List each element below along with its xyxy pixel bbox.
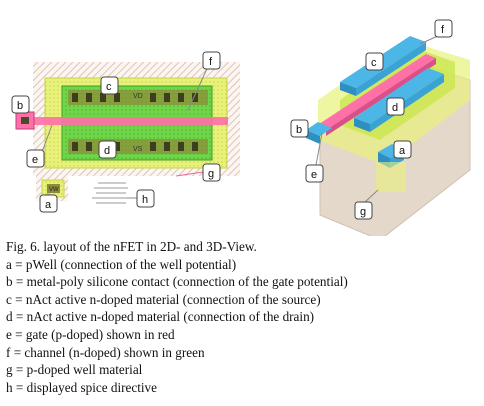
gate-poly-line — [20, 117, 228, 125]
vd-label: VD — [133, 93, 143, 100]
svg-text:a: a — [399, 145, 406, 157]
drain-contacts-3d — [354, 68, 444, 132]
legend-item-h: h = displayed spice directive — [6, 379, 157, 395]
left-callouts: b c d e f g h a — [11, 51, 221, 213]
legend-item-a: a = pWell (connection of the well potent… — [6, 256, 237, 272]
layout-2d-view: VD VS VW b c d e f — [11, 51, 240, 213]
svg-text:h: h — [142, 194, 148, 206]
legend-item-b: b = metal-poly silicone contact (connect… — [6, 274, 348, 290]
source-contacts — [72, 93, 198, 102]
legend-item-c: c = nAct active n-doped material (connec… — [6, 291, 321, 307]
svg-text:b: b — [296, 124, 302, 136]
svg-text:c: c — [106, 81, 112, 93]
svg-text:e: e — [311, 169, 317, 181]
legend-item-g: g = p-doped well material — [6, 362, 143, 378]
pwell-tap-metal — [47, 184, 60, 193]
caption-title: Fig. 6. layout of the nFET in 2D- and 3D… — [6, 239, 257, 254]
svg-text:g: g — [360, 206, 366, 218]
svg-text:c: c — [371, 57, 377, 69]
gate-contact-core — [21, 117, 29, 124]
svg-text:e: e — [32, 154, 38, 166]
svg-text:d: d — [392, 102, 398, 114]
svg-text:g: g — [208, 168, 214, 180]
svg-text:a: a — [45, 199, 52, 211]
gate-contact-3d — [306, 122, 332, 144]
gate-poly-3d — [316, 54, 436, 136]
svg-text:f: f — [441, 24, 445, 36]
figure-caption: Fig. 6. layout of the nFET in 2D- and 3D… — [6, 238, 482, 396]
spice-directive — [92, 182, 130, 204]
layout-3d-view: f c d b e a g — [290, 19, 471, 236]
svg-text:b: b — [17, 100, 23, 112]
legend-item-f: f = channel (n-doped) shown in green — [6, 344, 205, 360]
legend-item-d: d = nAct active n-doped material (connec… — [6, 309, 315, 325]
vs-label: VS — [133, 146, 143, 153]
svg-text:f: f — [209, 56, 213, 68]
right-callouts: f c d b e a g — [290, 19, 453, 220]
figure-area: VD VS VW b c d e f — [11, 19, 471, 236]
svg-text:d: d — [104, 145, 110, 157]
legend-item-e: e = gate (p-doped) shown in red — [6, 326, 175, 342]
vw-label: VW — [49, 187, 59, 193]
